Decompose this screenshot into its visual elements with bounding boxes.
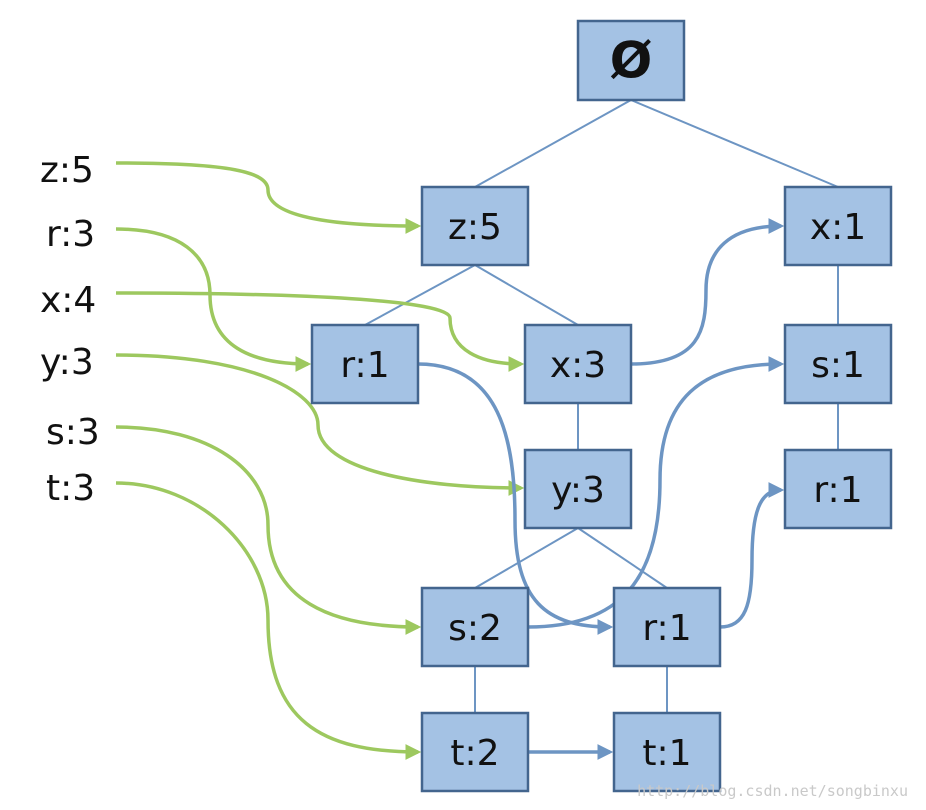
header-item-r: r:3 [46, 214, 95, 255]
header-link-t [115, 481, 422, 760]
tree-node-x3: x:3 [523, 323, 633, 405]
header-link-y [115, 353, 525, 496]
node-links [417, 218, 785, 760]
header-links [115, 161, 525, 760]
node-box [576, 19, 686, 102]
node-label: r:1 [642, 608, 691, 649]
root-label: Ø [610, 32, 653, 90]
tree-node-x1a: x:1 [783, 185, 893, 267]
header-link-z [115, 161, 422, 234]
tree-nodes: Øz:5 x:1 r:1 x:3 s:1 y:3 r:1 s:2 r:1 t:2 t:1 [310, 19, 893, 793]
header-table: z:5 r:3 x:4 y:3 s:3 t:3 [40, 150, 100, 509]
tree-edge-root-z5 [474, 99, 632, 188]
node-label: r:1 [340, 345, 389, 386]
tree-node-s1: s:1 [783, 323, 893, 405]
node-box [783, 323, 893, 405]
tree-edges [364, 99, 839, 713]
node-label: x:1 [810, 207, 866, 248]
header-link-s [115, 425, 422, 635]
tree-edge-root-x1a [630, 99, 839, 188]
tree-node-r1a: r:1 [310, 323, 420, 405]
node-label: s:1 [811, 345, 865, 386]
header-link-x [115, 291, 525, 372]
node-label: s:2 [448, 608, 502, 649]
node-box [523, 448, 633, 530]
tree-node-z5: z:5 [420, 185, 530, 267]
header-item-z: z:5 [40, 150, 94, 191]
header-item-x: x:4 [40, 280, 96, 321]
node-link-s2-s1 [527, 356, 785, 629]
node-label: t:1 [642, 733, 691, 774]
node-box [310, 323, 420, 405]
node-label: z:5 [448, 207, 502, 248]
tree-node-t2: t:2 [420, 711, 530, 793]
node-box [420, 711, 530, 793]
tree-node-y3: y:3 [523, 448, 633, 530]
tree-node-r1c: r:1 [612, 586, 722, 668]
tree-edge-z5-r1a [364, 264, 476, 326]
node-link-r1c-r1b [719, 482, 785, 629]
node-box [420, 586, 530, 668]
node-label: x:3 [550, 345, 606, 386]
tree-node-t1: t:1 [612, 711, 722, 793]
header-item-t: t:3 [46, 468, 95, 509]
watermark: http://blog.csdn.net/songbinxu [637, 782, 908, 800]
tree-node-r1b: r:1 [783, 448, 893, 530]
node-box [783, 448, 893, 530]
node-link-x3-x1a [630, 218, 785, 366]
tree-edge-z5-x3 [474, 264, 579, 326]
node-label: y:3 [551, 470, 605, 511]
node-label: r:1 [813, 470, 862, 511]
node-link-r1a-r1c [417, 362, 614, 635]
tree-node-s2: s:2 [420, 586, 530, 668]
node-box [523, 323, 633, 405]
node-box [420, 185, 530, 267]
root-node: Ø [576, 19, 686, 102]
tree-edge-y3-r1c [577, 527, 668, 589]
node-box [612, 711, 722, 793]
header-item-s: s:3 [46, 412, 100, 453]
node-box [612, 586, 722, 668]
node-box [783, 185, 893, 267]
header-item-y: y:3 [40, 342, 94, 383]
node-label: t:2 [450, 733, 499, 774]
tree-edge-y3-s2 [474, 527, 579, 589]
